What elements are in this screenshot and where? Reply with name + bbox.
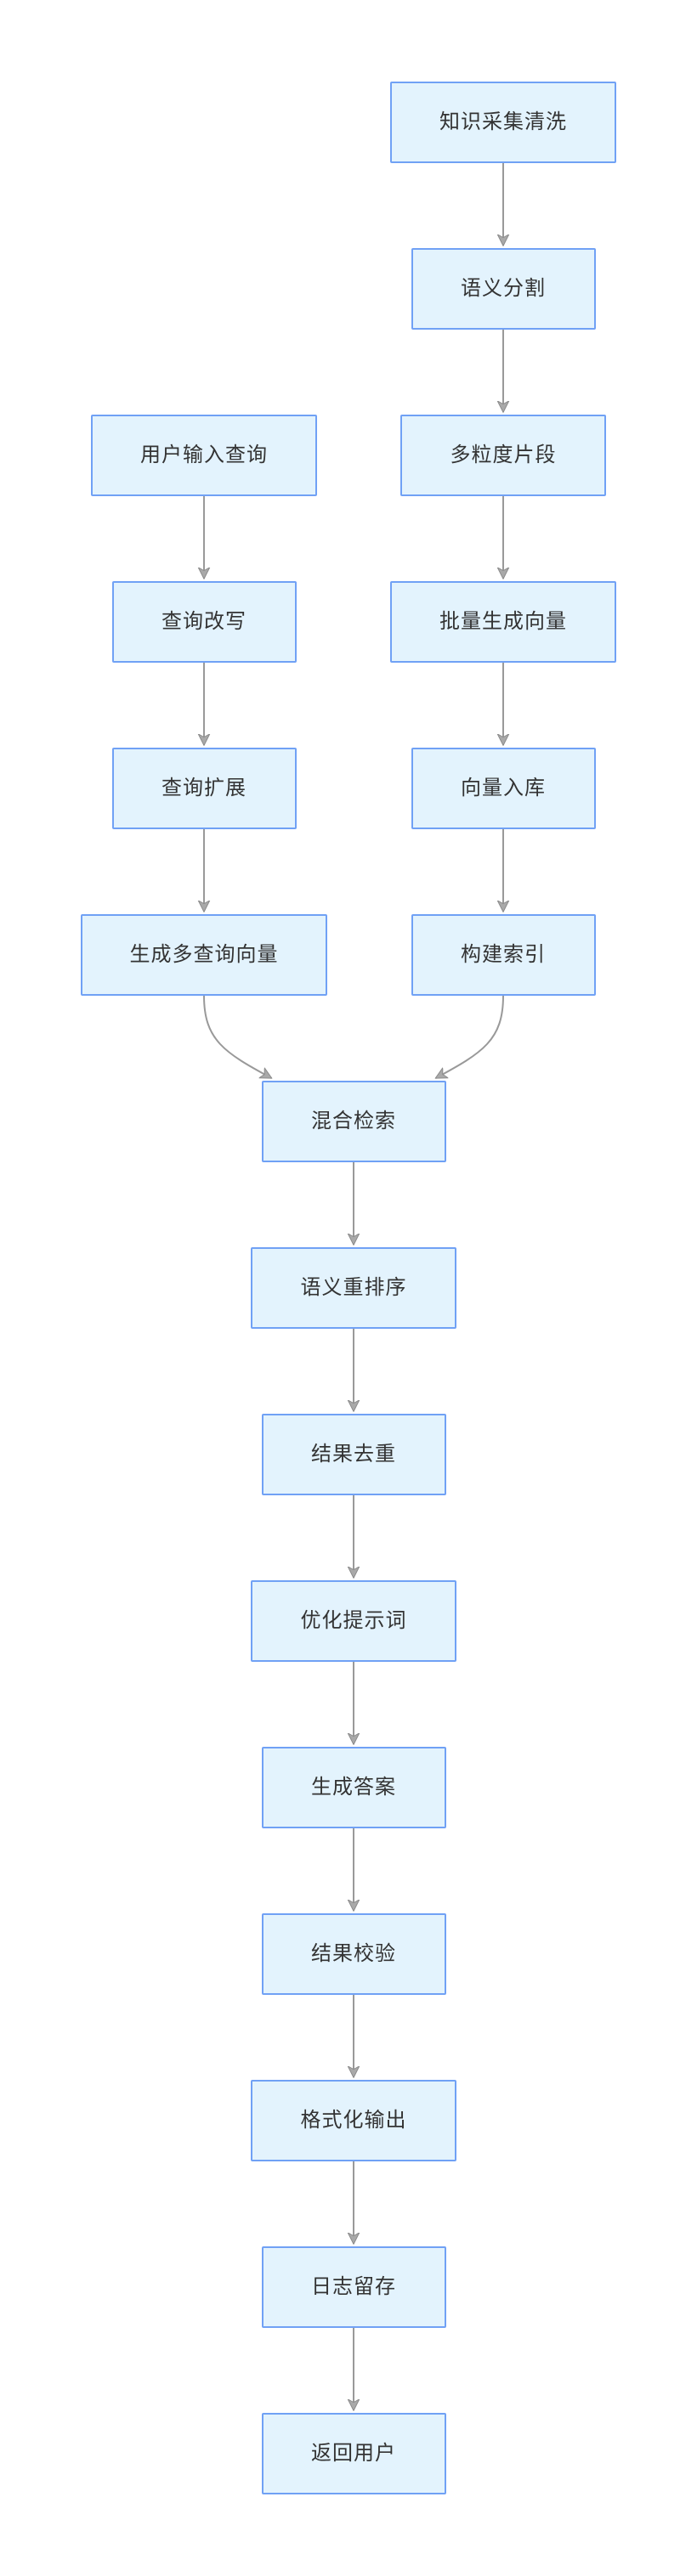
flow-node-semantic-rerank: 语义重排序 <box>251 1247 456 1329</box>
flow-node-format-output: 格式化输出 <box>251 2080 456 2161</box>
flow-node-query-expand: 查询扩展 <box>111 748 297 829</box>
flow-node-query-rewrite: 查询改写 <box>111 581 297 663</box>
flow-node-label: 返回用户 <box>311 2442 396 2466</box>
flow-node-optimize-prompt: 优化提示词 <box>251 1580 456 1662</box>
flow-node-knowledge-collect: 知识采集清洗 <box>390 82 616 163</box>
flow-node-label: 知识采集清洗 <box>439 110 567 134</box>
flow-node-label: 语义重排序 <box>300 1276 407 1300</box>
flow-node-result-verify: 结果校验 <box>261 1913 446 1995</box>
flow-node-label: 日志留存 <box>311 2275 396 2299</box>
flow-node-label: 批量生成向量 <box>439 610 567 634</box>
flow-node-label: 格式化输出 <box>300 2109 407 2133</box>
flow-node-batch-embedding: 批量生成向量 <box>390 581 616 663</box>
flow-node-label: 结果去重 <box>311 1443 396 1466</box>
flow-node-semantic-segment: 语义分割 <box>411 248 596 330</box>
flow-node-multigranular-chunks: 多粒度片段 <box>400 415 606 496</box>
flow-node-build-index: 构建索引 <box>411 914 596 996</box>
flow-node-label: 多粒度片段 <box>450 443 557 467</box>
flow-edge-index-to-hybrid <box>436 995 504 1079</box>
flow-node-label: 生成答案 <box>311 1776 396 1799</box>
flow-node-generate-answer: 生成答案 <box>261 1747 446 1828</box>
flow-node-label: 用户输入查询 <box>140 443 268 467</box>
flow-node-label: 混合检索 <box>311 1110 396 1133</box>
flow-node-user-query: 用户输入查询 <box>91 415 317 496</box>
flow-node-vector-store: 向量入库 <box>411 748 596 829</box>
flow-node-label: 查询改写 <box>162 610 246 634</box>
flow-node-hybrid-retrieval: 混合检索 <box>261 1081 446 1162</box>
flow-node-label: 构建索引 <box>461 943 546 967</box>
flow-node-label: 查询扩展 <box>162 777 246 800</box>
flow-edge-multivec-to-hybrid <box>203 995 272 1079</box>
flow-node-return-user: 返回用户 <box>261 2413 446 2494</box>
flow-node-label: 生成多查询向量 <box>129 943 279 967</box>
flow-node-label: 向量入库 <box>461 777 546 800</box>
flow-node-multi-query-vectors: 生成多查询向量 <box>81 914 327 996</box>
flow-node-log-retain: 日志留存 <box>261 2246 446 2328</box>
flow-node-result-dedup: 结果去重 <box>261 1414 446 1495</box>
flow-node-label: 语义分割 <box>461 277 546 301</box>
flow-node-label: 优化提示词 <box>300 1609 407 1633</box>
flow-node-label: 结果校验 <box>311 1942 396 1966</box>
